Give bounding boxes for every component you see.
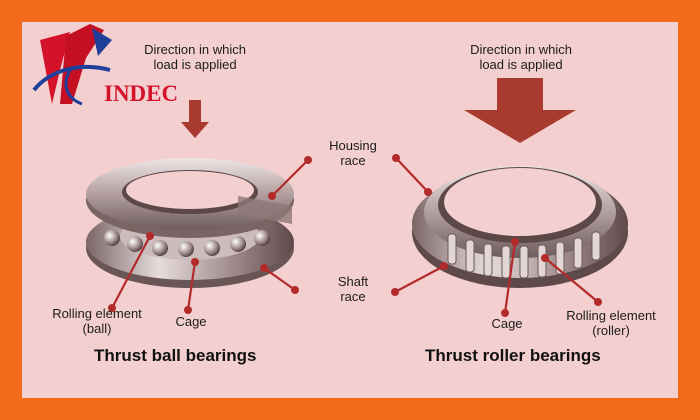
right-cage-label: Cage	[491, 316, 523, 331]
left-direction-line2: load is applied	[153, 57, 237, 72]
logo-wing-right	[60, 24, 104, 104]
shaft-race-label: Shaft race	[318, 274, 388, 304]
thrust-roller-bearing-illustration	[412, 166, 628, 288]
logo-swoosh	[32, 65, 111, 92]
right-rolling-line2: (roller)	[592, 323, 630, 338]
indec-logo	[32, 24, 112, 106]
logo-wing-left	[40, 32, 70, 104]
leader-shaft-right	[394, 265, 445, 293]
right-load-arrow	[464, 78, 576, 143]
leader-lines	[111, 157, 599, 314]
leader-roller	[544, 257, 599, 303]
leader-dots	[108, 154, 602, 317]
thrust-roller-bearings-title: Thrust roller bearings	[425, 346, 601, 365]
leader-cage-left	[186, 261, 197, 311]
leader-cage-right	[503, 241, 517, 314]
housing-line2: race	[340, 153, 366, 168]
right-direction-label: Direction in which load is applied	[446, 42, 596, 72]
shaft-line1: Shaft	[337, 274, 369, 289]
shaft-line2: race	[340, 289, 366, 304]
left-rolling-element-label: Rolling element (ball)	[32, 306, 162, 336]
housing-race-label: Housing race	[318, 138, 388, 168]
right-direction-line1: Direction in which	[470, 42, 572, 57]
left-rolling-line1: Rolling element	[52, 306, 142, 321]
left-cage-label: Cage	[175, 314, 207, 329]
roller-row	[447, 231, 601, 279]
logo-wordmark: INDEC	[104, 81, 179, 106]
leader-housing-right	[395, 157, 429, 193]
leader-shaft-left	[263, 267, 296, 291]
leader-housing-left	[271, 159, 309, 197]
right-rolling-line1: Rolling element	[566, 308, 656, 323]
leader-ball	[111, 235, 151, 309]
housing-line1: Housing	[329, 138, 377, 153]
left-direction-line1: Direction in which	[144, 42, 246, 57]
ball-row	[104, 230, 270, 257]
right-direction-line2: load is applied	[479, 57, 563, 72]
right-rolling-element-label: Rolling element (roller)	[546, 308, 676, 338]
thrust-ball-bearings-title: Thrust ball bearings	[94, 346, 257, 365]
thrust-ball-bearing-illustration	[86, 158, 294, 288]
left-rolling-line2: (ball)	[82, 321, 112, 336]
left-load-arrow	[181, 100, 209, 138]
left-direction-label: Direction in which load is applied	[120, 42, 270, 72]
